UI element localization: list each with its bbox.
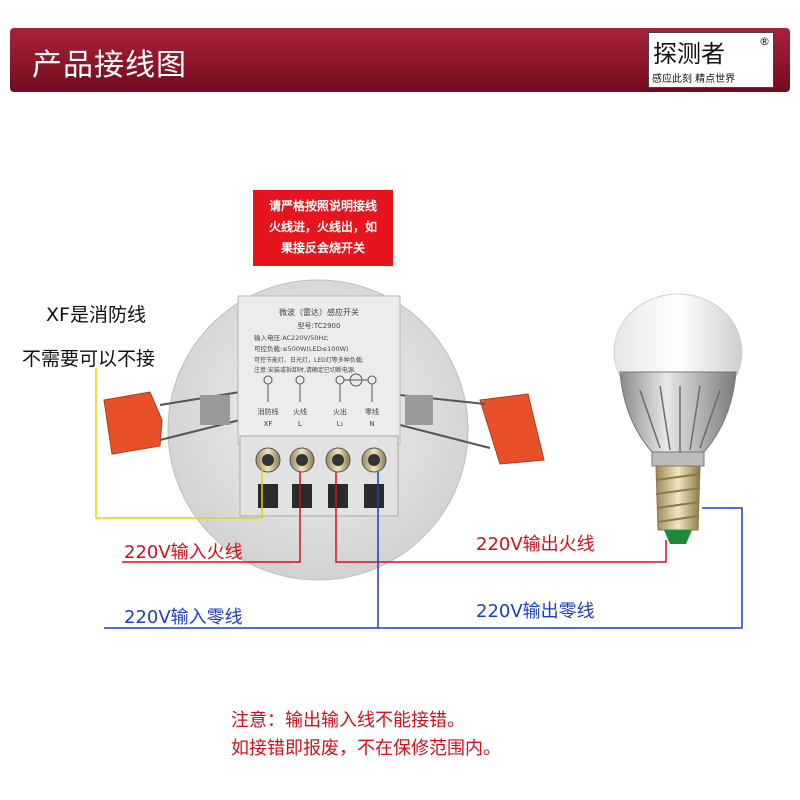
- right-spring-clip: [399, 393, 545, 465]
- terminal-n-cn: 零线: [365, 407, 379, 416]
- warning-line-2: 火线进，火线出，如: [268, 220, 377, 234]
- terminal-l1-code: L₁: [337, 420, 344, 428]
- screw-terminals: [255, 447, 387, 473]
- output-zero-wire: [378, 507, 743, 629]
- switch-model: 型号:TC2900: [298, 321, 341, 330]
- terminal-l1-cn: 火出: [333, 407, 347, 416]
- terminal-schematic: [263, 373, 377, 402]
- label-plate: [237, 295, 401, 445]
- warning-line-3: 果接反会烧开关: [280, 241, 365, 255]
- page-title: 产品接线图: [32, 48, 187, 83]
- notice-line-2: 如接错即报废，不在保修范围内。: [231, 738, 501, 759]
- led-bulb-icon: [613, 293, 743, 544]
- input-fire-wire: [122, 472, 301, 563]
- header-banner: 产品接线图 探测者 ® 感应此刻 精点世界: [10, 28, 790, 92]
- left-spring-clip: [103, 391, 241, 455]
- switch-caution: 注意:安装或拆卸时,请确定已切断电源.: [254, 366, 356, 374]
- switch-load-types: 可控节能灯、日光灯，LED灯等多种负载;: [254, 356, 364, 364]
- terminal-l-code: L: [298, 420, 302, 428]
- xf-note-line-2: 不需要可以不接: [22, 348, 156, 370]
- brand-reg-mark: ®: [759, 35, 770, 48]
- warning-box: 请严格按照说明接线 火线进，火线出，如 果接反会烧开关: [253, 190, 393, 266]
- warning-line-1: 请严格按照说明接线: [268, 199, 377, 213]
- switch-load: 可控负载:≤500W(LED≤100W): [254, 344, 349, 353]
- terminal-n-code: N: [369, 420, 374, 428]
- xf-wire: [95, 368, 263, 519]
- brand-name: 探测者: [653, 40, 725, 68]
- output-fire-wire: [335, 472, 667, 563]
- notice-line-1: 注意：输出输入线不能接错。: [231, 710, 465, 731]
- input-zero-label: 220V输入零线: [124, 607, 243, 628]
- terminal-xf-code: XF: [264, 420, 273, 428]
- terminal-slots: [258, 484, 384, 508]
- switch-name: 微波（雷达）感应开关: [279, 307, 359, 317]
- output-zero-label: 220V输出零线: [476, 601, 595, 622]
- terminal-xf-cn: 消防线: [258, 407, 279, 416]
- input-fire-label: 220V输入火线: [124, 542, 243, 563]
- sensor-switch: 微波（雷达）感应开关 型号:TC2900 输入电压:AC220V/50Hz; 可…: [103, 279, 545, 581]
- brand-logo: 探测者 ® 感应此刻 精点世界: [648, 32, 774, 88]
- xf-note-line-1: XF是消防线: [46, 304, 146, 326]
- terminal-l-cn: 火线: [293, 407, 307, 416]
- switch-voltage: 输入电压:AC220V/50Hz;: [254, 333, 329, 342]
- brand-slogan: 感应此刻 精点世界: [652, 74, 736, 85]
- output-fire-label: 220V输出火线: [476, 534, 595, 555]
